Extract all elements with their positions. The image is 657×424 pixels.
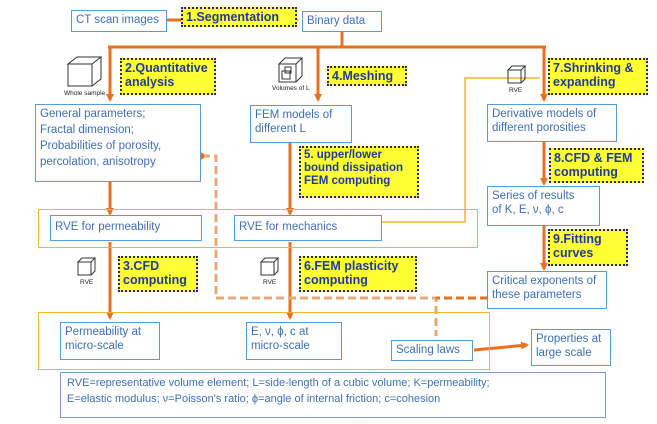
step-3-line-1: 3.CFD bbox=[123, 259, 160, 273]
legend-box: RVE=representative volume element; L=sid… bbox=[60, 372, 606, 418]
properties-line-1: Properties at bbox=[536, 333, 602, 345]
critical-exponents-box: Critical exponents of these parameters bbox=[487, 271, 607, 309]
properties-large-scale-box: Properties at large scale bbox=[531, 329, 611, 366]
step-7-shrinking-expanding: 7.Shrinking & expanding bbox=[548, 58, 648, 95]
step-5-line-2: bound dissipation bbox=[304, 162, 404, 175]
params-line-3: Probabilities of porosity, bbox=[40, 139, 162, 152]
fem-models-line-1: FEM models of bbox=[255, 109, 333, 121]
rve-caption-middle: RVE bbox=[263, 279, 277, 286]
step-2-quantitative-analysis: 2.Quantitative analysis bbox=[120, 58, 216, 95]
rve-caption-top-right: RVE bbox=[509, 87, 523, 94]
properties-line-2: large scale bbox=[536, 347, 592, 360]
derivative-line-1: Derivative models of bbox=[492, 108, 597, 120]
derivative-line-2: different porosities bbox=[492, 122, 586, 135]
params-line-1: General parameters; bbox=[40, 108, 146, 120]
legend-line-1: RVE=representative volume element; L=sid… bbox=[67, 377, 490, 389]
step-6-fem-plasticity: 6.FEM plasticity computing bbox=[299, 256, 417, 292]
critical-line-2: these parameters bbox=[492, 289, 582, 302]
fem-models-box: FEM models of different L bbox=[250, 105, 352, 143]
step-2-line-1: 2.Quantitative bbox=[125, 61, 208, 75]
mechanical-micro-box: E, ν, ϕ, c at micro-scale bbox=[246, 322, 342, 360]
legend-line-2: E=elastic modulus; ν=Poisson's ratio; ϕ=… bbox=[67, 392, 441, 405]
perm-micro-line-1: Permeability at bbox=[65, 326, 142, 338]
rve-cube-icon-left bbox=[76, 257, 97, 276]
results-group-frame bbox=[38, 312, 490, 370]
general-parameters-box: General parameters; Fractal dimension; P… bbox=[35, 104, 201, 182]
mech-micro-line-1: E, ν, ϕ, c at bbox=[251, 326, 309, 338]
ct-scan-images-box: CT scan images bbox=[71, 10, 167, 32]
binary-data-box: Binary data bbox=[302, 11, 382, 32]
step-1-segmentation: 1.Segmentation bbox=[181, 7, 297, 27]
series-line-2: of K, E, ν, ϕ, c bbox=[492, 204, 564, 217]
permeability-micro-box: Permeability at micro-scale bbox=[60, 322, 160, 360]
step-9-line-2: curves bbox=[553, 246, 594, 261]
critical-line-1: Critical exponents of bbox=[492, 275, 597, 287]
rve-cube-icon-middle bbox=[259, 257, 280, 276]
step-4-meshing: 4.Meshing bbox=[327, 66, 407, 86]
step-9-line-1: 9.Fitting bbox=[553, 232, 602, 246]
step-6-line-2: computing bbox=[304, 273, 368, 288]
rve-cube-icon-top-right bbox=[506, 65, 527, 84]
params-line-2: Fractal dimension; bbox=[40, 123, 134, 136]
arrow-scaling-properties bbox=[473, 341, 529, 352]
dashed-params-scaling bbox=[202, 154, 438, 336]
step-9-fitting-curves: 9.Fitting curves bbox=[548, 229, 628, 266]
mech-micro-line-2: micro-scale bbox=[251, 340, 310, 353]
step-8-cfd-fem-computing: 8.CFD & FEM computing bbox=[549, 148, 644, 183]
rve-mechanics-box: RVE for mechanics bbox=[234, 215, 382, 241]
step-8-line-2: computing bbox=[554, 165, 618, 180]
step-8-line-1: 8.CFD & FEM bbox=[554, 151, 633, 165]
rve-group-frame bbox=[38, 209, 478, 248]
params-line-4: percolation, anisotropy bbox=[40, 155, 156, 168]
volumes-of-l-caption: Volumes of L bbox=[272, 85, 310, 92]
rve-permeability-box: RVE for permeability bbox=[50, 215, 202, 241]
step-7-line-1: 7.Shrinking & bbox=[553, 61, 634, 75]
scaling-laws-box: Scaling laws bbox=[391, 340, 473, 361]
step-3-line-2: computing bbox=[123, 273, 187, 288]
step-3-cfd-computing: 3.CFD computing bbox=[118, 256, 198, 292]
line-rve-to-derivative bbox=[382, 77, 540, 223]
volumes-of-l-cube-icon bbox=[277, 57, 304, 83]
step-5-upper-lower-bound: 5. upper/lower bound dissipation FEM com… bbox=[299, 146, 419, 198]
step-7-line-2: expanding bbox=[553, 75, 616, 90]
fem-models-line-2: different L bbox=[255, 123, 306, 136]
whole-sample-caption: Whole sample bbox=[64, 90, 106, 97]
step-5-line-3: FEM computing bbox=[304, 175, 391, 188]
series-results-box: Series of results of K, E, ν, ϕ, c bbox=[487, 186, 600, 226]
derivative-models-box: Derivative models of different porositie… bbox=[487, 104, 617, 142]
rve-caption-left: RVE bbox=[80, 279, 94, 286]
step-2-line-2: analysis bbox=[125, 75, 175, 90]
whole-sample-cube-icon bbox=[66, 56, 103, 87]
series-line-1: Series of results bbox=[492, 190, 575, 202]
perm-micro-line-2: micro-scale bbox=[65, 340, 124, 353]
step-5-line-1: 5. upper/lower bbox=[304, 149, 382, 161]
step-6-line-1: 6.FEM plasticity bbox=[304, 259, 399, 273]
